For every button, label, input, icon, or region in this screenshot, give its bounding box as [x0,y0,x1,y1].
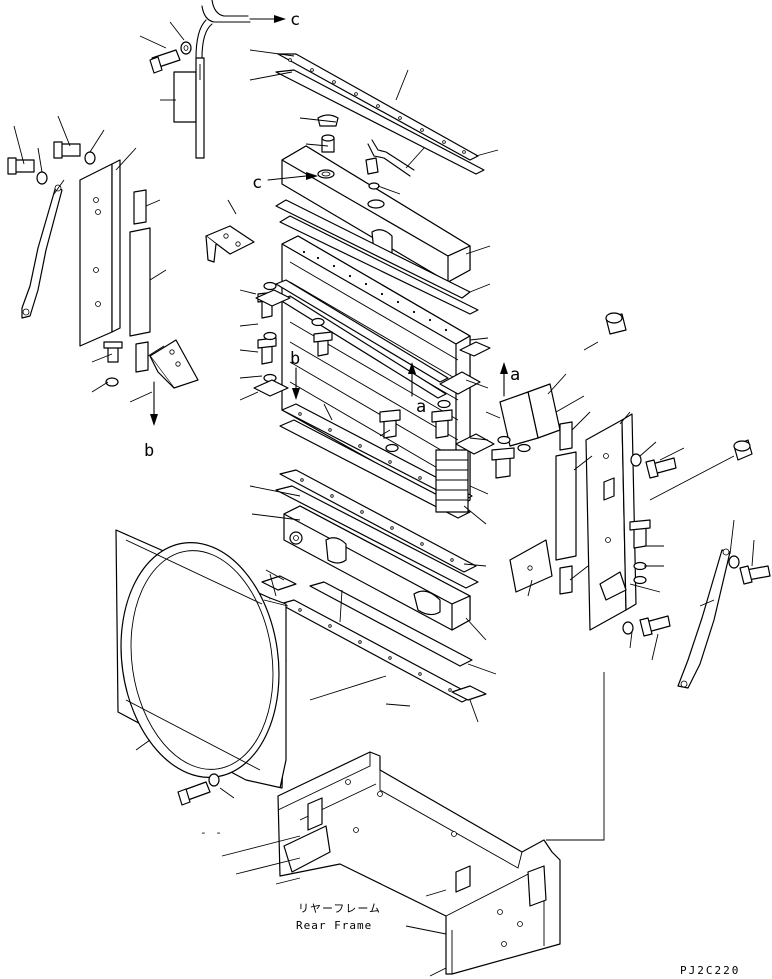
arrow-c-left: c [252,172,318,193]
right-stay-rod [677,548,731,689]
arrow-b-left: b [144,381,158,461]
core-fin-stack [435,449,469,513]
bolt-left-2 [53,141,81,159]
ref-letter-c-left: c [252,173,262,193]
upper-hose-pipe [195,0,251,59]
fan-shroud [115,529,287,789]
right-bolts [491,435,531,479]
rubber-mount-top [605,312,627,335]
ref-letter-a-right: a [510,365,520,385]
bolt-top-left [149,49,181,74]
dash-mark: - - [200,826,223,839]
washer-left-2 [84,151,96,165]
lower-small-brackets [261,575,487,701]
mount-bracket-mid [205,225,255,263]
washer-left-1 [36,171,48,185]
top-seal-strip [275,53,485,175]
assembly-connection-line-2 [309,675,387,701]
filler-cap [367,199,385,209]
right-seal-pad-small [559,421,573,451]
drawing-code: PJ2C220 [680,964,740,977]
left-seal-strip [129,227,151,337]
rear-frame-caption: リヤーフレーム Rear Frame [296,902,381,932]
bolt-right-stay [728,555,771,585]
left-side-plate [79,159,121,347]
top-cap-bracket [317,114,339,153]
shroud-bolt [177,781,211,806]
arrow-a-right: a [500,362,520,397]
assembly-connection-line [546,672,605,841]
core-washers-left [263,281,325,383]
right-lower-bracket [509,539,553,593]
ref-letter-c-top: c [290,10,300,30]
left-lower-bracket [149,339,199,389]
left-stay-rod [21,184,63,319]
core-bracket-left [253,289,291,397]
washer-top-left [180,41,192,55]
shroud-washer [208,773,220,787]
left-leader-lines [13,21,185,403]
right-leader-lines [485,373,755,661]
right-seal-strip [555,451,577,561]
core-bolts-mid [379,399,453,453]
ref-letter-a-core: a [416,397,426,417]
arrow-b-core: b [290,349,300,400]
leader-rubber-mount [583,341,599,351]
bolt-left-1 [7,157,35,175]
arrow-a-core: a [408,362,426,417]
hose-bracket [173,57,205,159]
lower-seal-strip [275,469,479,589]
right-seal-pad-lower [559,565,573,595]
water-pipe-fitting [365,139,415,177]
caption-english: Rear Frame [296,919,372,932]
left-seal-pad-lower [135,341,149,373]
bolt-left-3 [103,341,123,363]
left-seal-pad-small [133,189,147,225]
right-plate-bolts [622,453,677,637]
washer-left-3 [105,377,119,387]
bracket-right-small [439,341,495,455]
leader-rubber-mount-right [649,455,735,501]
upper-gasket [368,182,380,190]
right-side-plate [585,413,637,631]
ref-letter-b-core: b [290,349,300,369]
rubber-mount-right [733,439,753,461]
right-upper-bracket [499,383,561,447]
upper-tank-flange [275,199,479,315]
ref-letter-b-left: b [144,441,154,461]
arrow-c-top: c [249,10,300,30]
caption-japanese: リヤーフレーム [298,902,381,915]
rear-frame [221,751,561,977]
centre-leader-lines [135,49,499,799]
lower-tank [283,505,471,631]
